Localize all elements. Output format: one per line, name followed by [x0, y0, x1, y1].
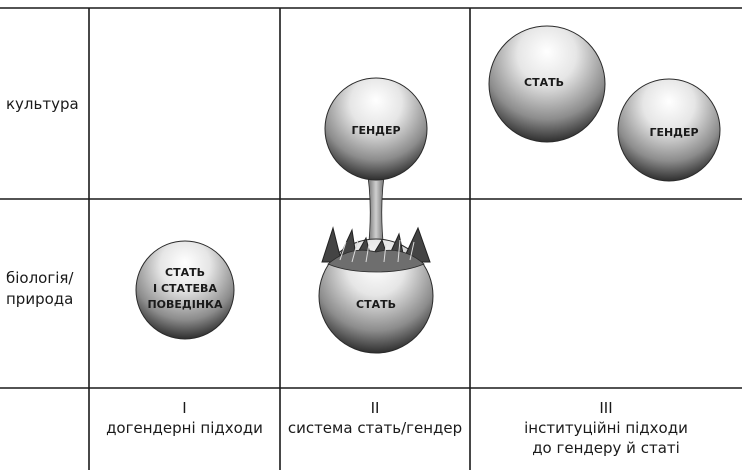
- row-label-biology-line2: природа: [6, 289, 74, 310]
- column-caption: система стать/гендер: [280, 418, 470, 438]
- column-numeral: III: [470, 398, 742, 418]
- sphere-gender-culture: ГЕНДЕР: [618, 79, 720, 181]
- column-caption: догендерні підходи: [89, 418, 280, 438]
- sphere-gender: ГЕНДЕР: [325, 78, 427, 180]
- sphere-sex-culture: СТАТЬ: [489, 26, 605, 142]
- row-label-culture: культура: [6, 94, 79, 115]
- sphere-label: ГЕНДЕР: [351, 124, 400, 137]
- sphere-label: ПОВЕДІНКА: [147, 298, 223, 311]
- column-label-2: II система стать/гендер: [280, 398, 470, 438]
- sphere-label: І СТАТЕВА: [153, 282, 217, 295]
- sphere-label: СТАТЬ: [356, 298, 396, 311]
- column-label-1: I догендерні підходи: [89, 398, 280, 438]
- column-numeral: I: [89, 398, 280, 418]
- sphere-label: СТАТЬ: [165, 266, 205, 279]
- column-caption-line2: до гендеру й статі: [470, 438, 742, 458]
- row-label-biology: біологія/ природа: [6, 268, 74, 310]
- column-label-3: III інституційні підходи до гендеру й ст…: [470, 398, 742, 458]
- column-numeral: II: [280, 398, 470, 418]
- sphere-sex-cracked: СТАТЬ: [319, 228, 433, 353]
- sphere-label: ГЕНДЕР: [649, 126, 698, 139]
- row-label-biology-line1: біологія/: [6, 268, 74, 289]
- column-caption: інституційні підходи: [470, 418, 742, 438]
- sphere-sex-and-behaviour: СТАТЬ І СТАТЕВА ПОВЕДІНКА: [136, 241, 234, 339]
- sphere-label: СТАТЬ: [524, 76, 564, 89]
